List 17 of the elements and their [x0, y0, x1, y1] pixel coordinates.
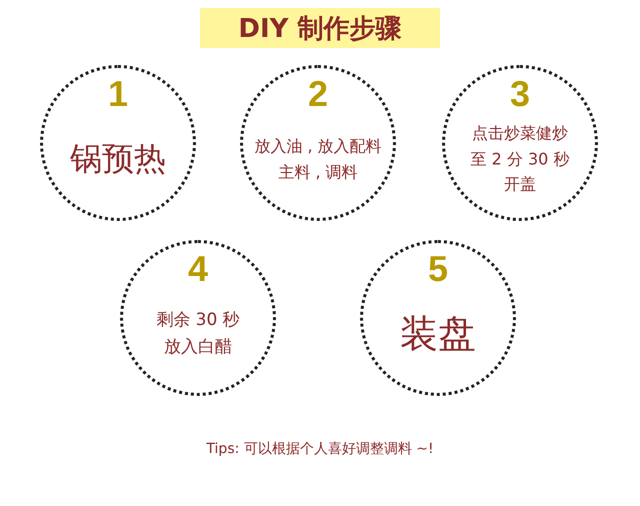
step-text: 放入油 , 放入配料主料 , 调料: [253, 135, 383, 183]
step-number: 4: [188, 251, 208, 287]
step-number: 5: [428, 251, 448, 287]
step-text: 锅预热: [69, 138, 167, 180]
step-circle: [120, 240, 276, 396]
step-number: 1: [108, 76, 128, 112]
step-circle: [240, 65, 396, 221]
step-text: 点击炒菜健炒至 2 分 30 秒开盖: [470, 122, 570, 196]
step-circle: [442, 65, 598, 221]
step-number: 3: [510, 76, 530, 112]
step-text: 装盘: [399, 310, 477, 358]
step-circle: [40, 65, 196, 221]
tips-caption: Tips: 可以根据个人喜好调整调料 ~!: [205, 440, 435, 458]
step-circle: [360, 240, 516, 396]
step-number: 2: [308, 76, 328, 112]
step-text: 剩余 30 秒放入白醋: [155, 308, 241, 359]
title-banner: DIY 制作步骤: [200, 8, 440, 48]
